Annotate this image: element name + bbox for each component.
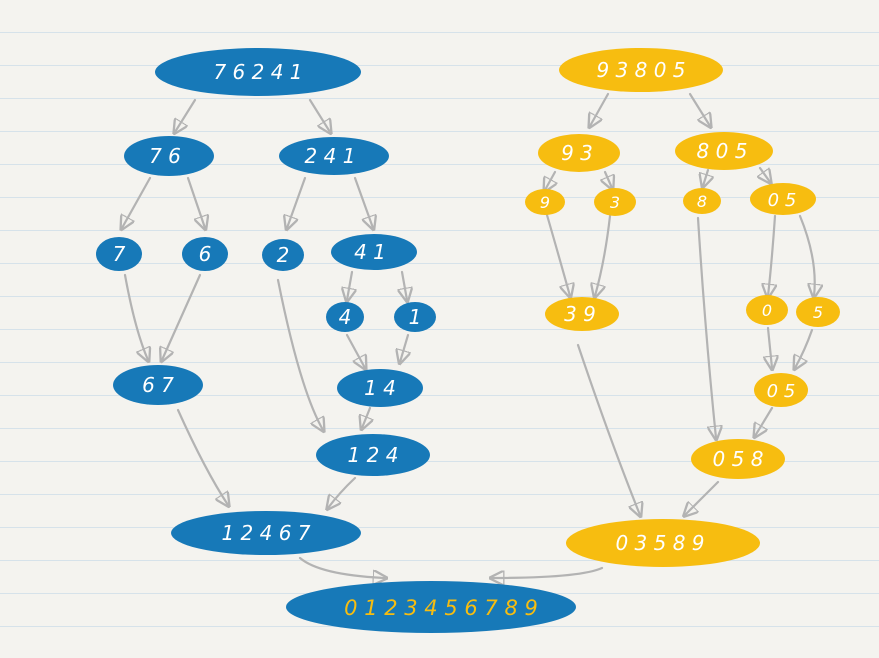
arrow — [595, 214, 612, 296]
node-label: 8 — [697, 192, 707, 211]
node-label: 0 — [762, 301, 772, 320]
node-y-9: 9 — [525, 189, 565, 215]
node-b-root: 7 6 2 4 1 — [155, 48, 361, 96]
arrow — [362, 406, 370, 428]
arrow — [605, 170, 612, 188]
arrow — [685, 480, 720, 515]
node-b-4: 4 — [326, 302, 364, 332]
arrow — [545, 213, 570, 296]
arrow — [308, 98, 330, 132]
yellow-tree: 9 3 8 0 5 9 3 8 0 5 9 3 8 0 5 3 9 — [525, 48, 840, 567]
node-b-r1: 2 4 1 — [279, 137, 389, 175]
node-y-805: 8 0 5 — [675, 132, 773, 170]
arrow — [276, 278, 323, 430]
node-label: 2 — [277, 243, 290, 267]
arrow — [545, 170, 555, 190]
arrow — [768, 214, 775, 296]
node-b-1: 1 — [394, 302, 436, 332]
arrow — [287, 176, 307, 228]
node-label: 3 9 — [564, 302, 596, 326]
node-b-124: 1 2 4 — [316, 434, 430, 476]
node-y-03589: 0 3 5 8 9 — [566, 519, 760, 567]
node-label: 0 5 — [767, 381, 796, 402]
arrow — [492, 566, 604, 578]
node-b-41: 4 1 — [331, 234, 417, 270]
node-b-l1: 7 6 — [124, 136, 214, 176]
node-label: 7 — [113, 242, 126, 266]
arrow — [345, 333, 365, 368]
arrow — [696, 216, 716, 438]
node-b-6: 6 — [182, 237, 228, 271]
node-label: 4 — [339, 305, 352, 329]
node-y-5: 5 — [796, 297, 840, 327]
node-label: 4 1 — [354, 240, 386, 264]
node-b-12467: 1 2 4 6 7 — [171, 511, 361, 555]
node-label: 5 — [813, 303, 823, 322]
node-label: 9 3 — [561, 141, 593, 165]
arrow — [688, 92, 710, 126]
arrow — [176, 408, 228, 505]
arrow — [347, 270, 352, 300]
node-label: 1 4 — [364, 376, 396, 400]
arrows — [122, 92, 815, 578]
node-label: 0 3 5 8 9 — [615, 531, 704, 555]
node-label: 2 4 1 — [305, 144, 356, 168]
node-label: 7 6 2 4 1 — [213, 60, 302, 84]
node-y-05b: 0 5 — [754, 373, 808, 407]
arrow — [576, 343, 640, 515]
node-y-058: 0 5 8 — [691, 439, 785, 479]
arrow — [798, 214, 815, 296]
arrow — [795, 328, 814, 368]
arrow — [400, 333, 408, 362]
arrow — [298, 556, 385, 578]
node-label: 0 5 — [768, 190, 797, 211]
node-y-0: 0 — [746, 295, 788, 325]
arrow — [162, 273, 202, 360]
node-y-3: 3 — [594, 188, 636, 216]
node-y-8: 8 — [683, 188, 721, 214]
node-final: 0 1 2 3 4 5 6 7 8 9 — [286, 581, 576, 633]
node-b-14: 1 4 — [337, 369, 423, 407]
node-y-05a: 0 5 — [750, 183, 816, 215]
node-label: 0 1 2 3 4 5 6 7 8 9 — [344, 596, 538, 620]
node-b-7: 7 — [96, 237, 142, 271]
node-label: 9 — [540, 193, 550, 212]
arrow — [122, 176, 152, 228]
node-b-67: 6 7 — [113, 365, 203, 405]
arrow — [123, 273, 148, 360]
arrow — [186, 176, 205, 228]
arrow — [703, 168, 708, 186]
node-y-93: 9 3 — [538, 134, 620, 172]
arrow — [768, 326, 772, 368]
arrow — [755, 406, 774, 436]
node-label: 7 6 — [149, 144, 181, 168]
blue-tree: 7 6 2 4 1 7 6 2 4 1 7 6 2 4 1 4 — [96, 48, 436, 555]
node-b-2: 2 — [262, 239, 304, 271]
arrow — [590, 92, 610, 126]
node-label: 3 — [610, 193, 620, 212]
arrow — [353, 176, 373, 228]
node-label: 1 — [409, 305, 422, 329]
arrow — [760, 166, 770, 182]
arrow — [175, 98, 197, 132]
arrow — [402, 270, 407, 300]
node-label: 1 2 4 6 7 — [221, 521, 310, 545]
node-label: 6 — [199, 242, 212, 266]
arrow — [328, 476, 357, 508]
node-label: 0 5 8 — [713, 447, 764, 471]
node-label: 1 2 4 — [348, 443, 399, 467]
node-label: 8 0 5 — [697, 139, 748, 163]
node-label: 6 7 — [142, 373, 174, 397]
node-y-root: 9 3 8 0 5 — [559, 48, 723, 92]
node-y-39: 3 9 — [545, 297, 619, 331]
node-label: 9 3 8 0 5 — [596, 58, 685, 82]
